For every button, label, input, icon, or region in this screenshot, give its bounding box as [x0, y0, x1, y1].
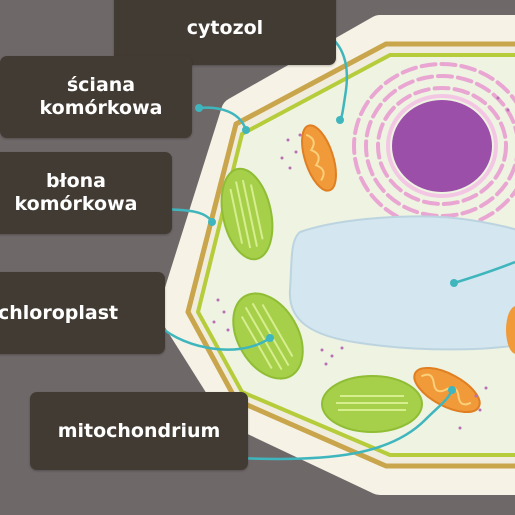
label-cell-membrane-text: błona komórkowa — [15, 170, 138, 216]
leader-line-mitochondrium — [236, 389, 454, 461]
label-chloroplast: chloroplast — [0, 272, 165, 354]
label-cytozol-text: cytozol — [186, 17, 264, 39]
cytosol-granules — [212, 96, 510, 430]
label-cell-wall: ściana komórkowa — [0, 56, 192, 138]
label-cell-membrane-line1: błona — [45, 170, 107, 192]
vacuole — [288, 215, 515, 351]
label-mitochondrium: mitochondrium — [30, 392, 248, 470]
mitochondrion-1 — [301, 124, 337, 192]
chloroplast-3 — [321, 375, 423, 433]
label-cell-membrane: błona komórkowa — [0, 152, 172, 234]
label-cell-wall-line2: komórkowa — [39, 97, 163, 119]
nuclear-envelope — [386, 94, 498, 198]
leader-line-sciana — [198, 106, 248, 131]
leader-line-vacuole — [453, 260, 515, 285]
label-chloroplast-text: chloroplast — [0, 301, 119, 324]
label-cell-wall-line1: ściana — [66, 74, 136, 96]
chloroplast-1 — [220, 167, 274, 261]
nucleus — [392, 100, 492, 192]
label-mitochondrium-text: mitochondrium — [57, 419, 221, 442]
label-cell-membrane-line2: komórkowa — [14, 193, 138, 215]
mitochondrion-2 — [413, 366, 481, 414]
label-cytozol: cytozol — [114, 0, 336, 65]
label-cell-wall-text: ściana komórkowa — [40, 74, 163, 120]
mitochondrion-3 — [506, 306, 515, 354]
